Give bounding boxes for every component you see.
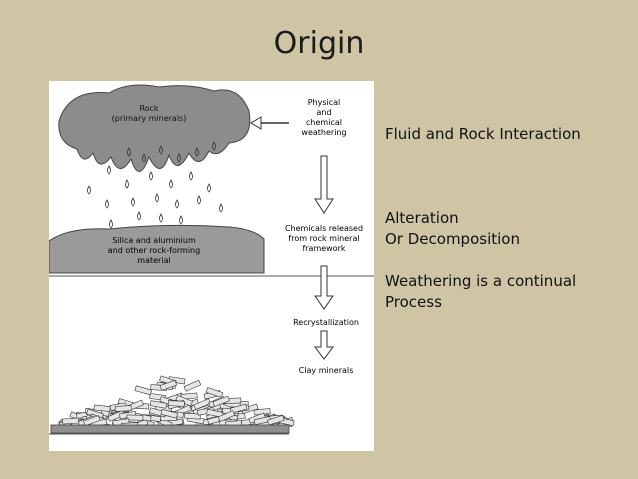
rain-drop: [87, 185, 91, 195]
note-alteration: Alteration: [385, 209, 459, 227]
rain-drops: [87, 141, 223, 229]
rain-drop: [195, 147, 199, 157]
rock-cloud: [58, 84, 251, 172]
material-label-1: Silica and aluminium: [112, 236, 196, 245]
clay-platelet: [212, 395, 230, 407]
clay-platelet: [229, 403, 248, 414]
weathering-label-2: and: [316, 108, 331, 117]
rain-drop: [127, 147, 131, 157]
clay-platelet: [253, 415, 272, 426]
released-label-1: Chemicals released: [285, 224, 363, 233]
slide-title: Origin: [273, 26, 365, 61]
rock-sublabel: (primary minerals): [112, 114, 187, 123]
weathering-diagram-svg: Rock (primary minerals) Physical and che…: [49, 84, 374, 435]
rain-drop: [142, 153, 146, 163]
rock-label: Rock: [139, 104, 158, 113]
rain-drop: [137, 211, 141, 221]
note-process: Process: [385, 293, 442, 311]
clay-platelet: [193, 398, 211, 410]
clay-pile: [58, 375, 295, 431]
clay-platelet: [114, 405, 132, 412]
left-arrow-head: [250, 116, 262, 130]
weathering-label-3: chemical: [306, 118, 342, 127]
clay-platelet: [205, 387, 224, 398]
clay-platelet: [266, 415, 285, 426]
rain-drop: [159, 145, 163, 155]
clay-base: [50, 424, 290, 434]
clay-platelet: [93, 404, 111, 412]
down-arrow-1: [314, 155, 334, 214]
down-arrow-3: [314, 330, 334, 360]
note-weathering: Weathering is a continual: [385, 272, 577, 290]
rock-mound: [49, 224, 265, 274]
rain-drop: [197, 195, 201, 205]
material-label-3: material: [137, 256, 170, 265]
weathering-label-1: Physical: [308, 98, 341, 107]
rain-drop: [131, 197, 135, 207]
rain-drop: [219, 203, 223, 213]
clay-platelet: [107, 410, 125, 422]
rain-drop: [189, 171, 193, 181]
clay-platelet: [126, 414, 144, 421]
clay-platelet: [62, 417, 80, 425]
rain-drop: [107, 165, 111, 175]
down-arrow-2: [314, 265, 334, 310]
clay-label: Clay minerals: [299, 366, 354, 375]
rain-drop: [169, 179, 173, 189]
clay-platelet: [83, 415, 101, 427]
weathering-label-4: weathering: [301, 128, 346, 137]
rain-drop: [212, 141, 216, 151]
rain-drop: [149, 171, 153, 181]
rain-drop: [175, 199, 179, 209]
rain-drop: [109, 219, 113, 229]
clay-platelet: [149, 400, 168, 409]
rain-drop: [155, 193, 159, 203]
weathering-diagram: Rock (primary minerals) Physical and che…: [49, 81, 374, 451]
clay-platelet: [167, 400, 185, 407]
clay-platelet: [217, 410, 236, 422]
rain-drop: [159, 213, 163, 223]
clay-platelet: [183, 412, 201, 420]
released-label-3: framework: [302, 244, 345, 253]
clay-platelet: [160, 409, 179, 419]
rain-drop: [177, 153, 181, 163]
recrystallization-label: Recrystallization: [293, 318, 359, 327]
notes-panel: Fluid and Rock Interaction Alteration Or…: [385, 124, 635, 313]
material-label-2: and other rock-forming: [108, 246, 200, 255]
rain-drop: [105, 199, 109, 209]
released-label-2: from rock mineral: [288, 234, 359, 243]
clay-platelet: [183, 379, 202, 392]
rain-drop: [125, 179, 129, 189]
note-fluid-rock: Fluid and Rock Interaction: [385, 125, 581, 143]
clay-platelet: [159, 379, 178, 391]
clay-platelet: [134, 385, 153, 396]
rain-drop: [207, 183, 211, 193]
rain-drop: [179, 215, 183, 225]
note-decomposition: Or Decomposition: [385, 230, 520, 248]
